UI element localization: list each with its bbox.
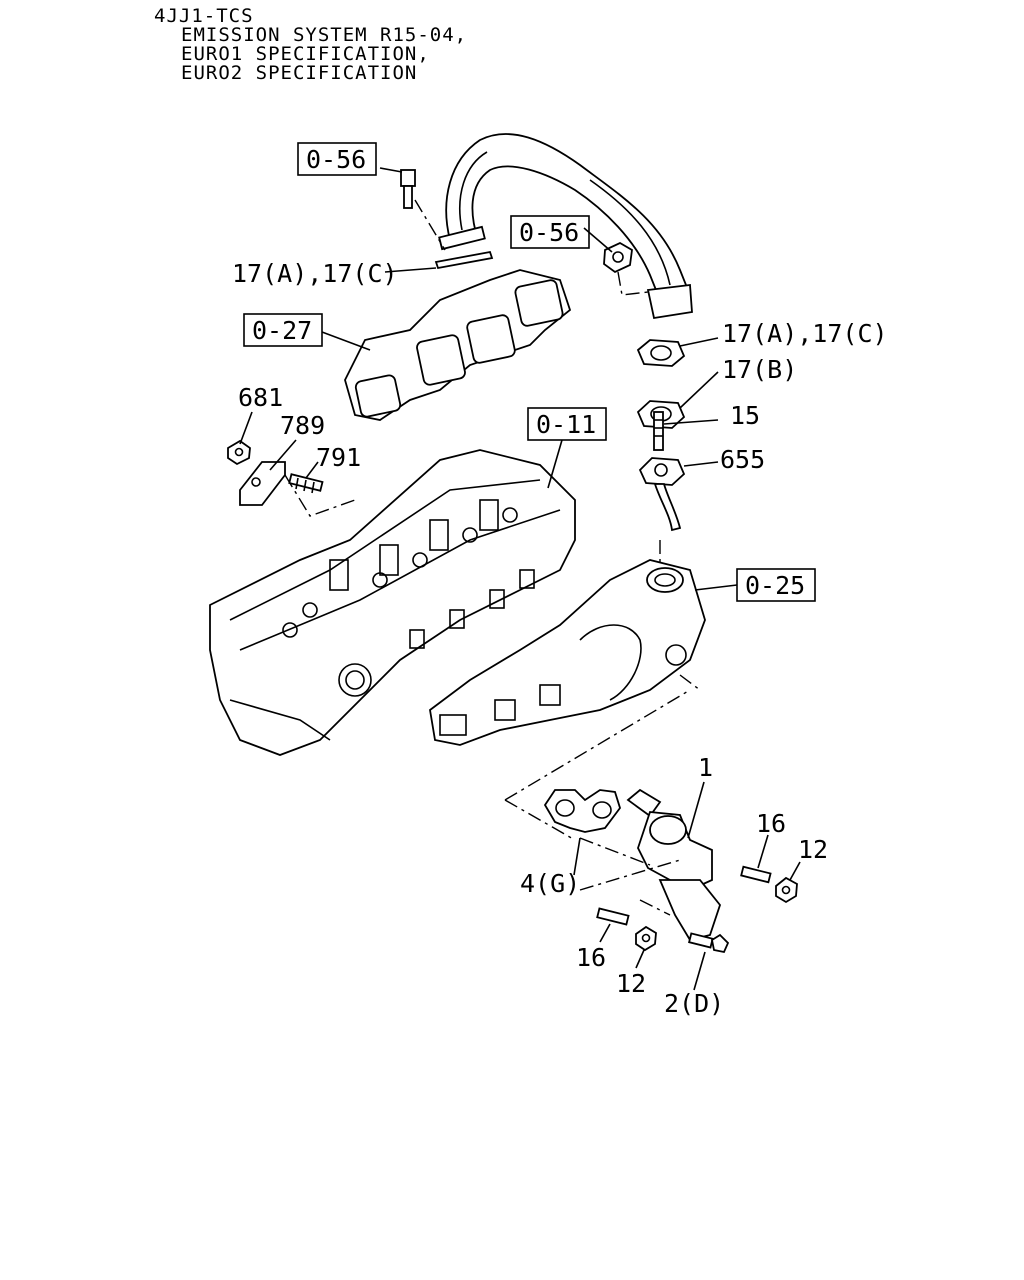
label-4g: 4(G) xyxy=(520,869,580,898)
label-12-right: 12 xyxy=(798,835,828,864)
bolt-16-right[interactable] xyxy=(740,865,772,884)
label-15: 15 xyxy=(730,401,760,430)
label-12-left: 12 xyxy=(616,969,646,998)
ref-label: 0-27 xyxy=(252,316,312,345)
ref-box-0-56-top[interactable]: 0-56 xyxy=(297,142,377,176)
ref-box-0-11[interactable]: 0-11 xyxy=(527,407,607,441)
label-16-left: 16 xyxy=(576,943,606,972)
label-655: 655 xyxy=(720,445,765,474)
header-spec-1: EURO1 SPECIFICATION, xyxy=(181,43,430,65)
stud-15[interactable] xyxy=(653,411,664,451)
label-681: 681 xyxy=(238,383,283,412)
header-model: 4JJ1-TCS xyxy=(154,5,254,27)
ref-box-0-25[interactable]: 0-25 xyxy=(736,568,816,602)
ref-label: 0-56 xyxy=(519,218,579,247)
gasket-4g[interactable] xyxy=(543,789,621,833)
nut-top[interactable] xyxy=(603,241,633,274)
gasket-17ac[interactable] xyxy=(636,339,686,367)
label-1: 1 xyxy=(698,753,713,782)
cylinder-head[interactable] xyxy=(209,449,576,756)
label-2d: 2(D) xyxy=(664,989,724,1018)
bolt-top[interactable] xyxy=(400,169,416,209)
label-17a-17c-top: 17(A),17(C) xyxy=(232,259,398,288)
label-17b: 17(B) xyxy=(722,355,797,384)
gasket-top[interactable] xyxy=(434,250,494,270)
exhaust-manifold[interactable] xyxy=(344,269,572,421)
ref-label: 0-56 xyxy=(306,145,366,174)
nut-12-right[interactable] xyxy=(775,876,798,904)
header-system: EMISSION SYSTEM R15-04, xyxy=(181,24,467,46)
ref-box-0-56-mid[interactable]: 0-56 xyxy=(510,215,590,249)
bolt-2d[interactable] xyxy=(688,932,730,954)
ref-label: 0-11 xyxy=(536,410,596,439)
egr-pipe[interactable] xyxy=(438,133,693,320)
label-789: 789 xyxy=(280,411,325,440)
label-17a-17c-right: 17(A),17(C) xyxy=(722,319,888,348)
pipe-655[interactable] xyxy=(638,457,686,532)
label-16-right: 16 xyxy=(756,809,786,838)
nut-681[interactable] xyxy=(227,439,251,466)
ref-box-0-27[interactable]: 0-27 xyxy=(243,313,323,347)
bolt-16-left[interactable] xyxy=(596,907,630,926)
intake-manifold[interactable] xyxy=(429,559,706,746)
cover-plate-789[interactable] xyxy=(239,461,286,506)
ref-label: 0-25 xyxy=(745,571,805,600)
egr-valve[interactable] xyxy=(626,788,722,942)
stud-791[interactable] xyxy=(288,473,324,494)
header-spec-2: EURO2 SPECIFICATION xyxy=(181,62,417,84)
nut-12-left[interactable] xyxy=(635,925,657,952)
label-791: 791 xyxy=(316,443,361,472)
